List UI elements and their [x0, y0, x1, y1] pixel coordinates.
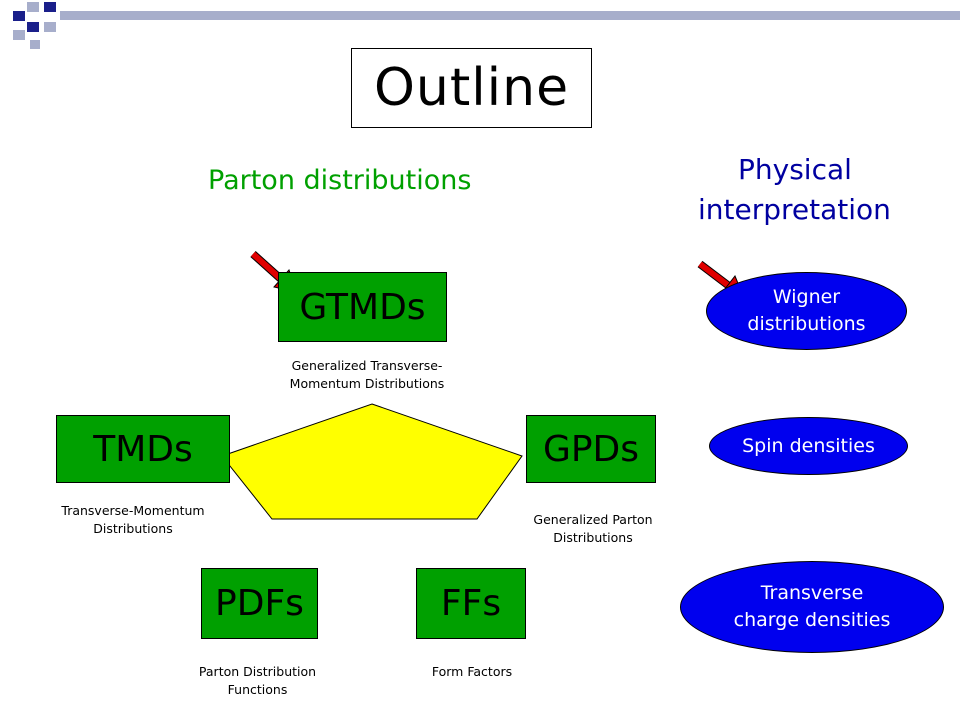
caption-line: Generalized Parton [533, 512, 653, 527]
ellipse-line: Transverse [760, 582, 864, 604]
caption-line: Transverse-Momentum [61, 503, 205, 518]
heading-parton-distributions: Parton distributions [208, 165, 472, 196]
caption-line: Generalized Transverse- [291, 358, 443, 373]
caption-line: Functions [227, 682, 288, 697]
gpds-box: GPDs [526, 415, 656, 483]
tmds-caption: Transverse-Momentum Distributions [38, 502, 228, 538]
wigner-ellipse: Wigner distributions [706, 272, 907, 350]
ffs-caption: Form Factors [412, 663, 532, 681]
heading-interpretation: interpretation [698, 193, 891, 226]
decor-square [27, 22, 39, 32]
ellipse-line: Wigner [772, 286, 841, 308]
caption-line: Form Factors [431, 664, 513, 679]
pdfs-box: PDFs [201, 568, 318, 639]
caption-line: Distributions [93, 521, 173, 536]
decor-top-bar [60, 11, 960, 20]
pdfs-caption: Parton Distribution Functions [170, 663, 345, 699]
decor-square [44, 22, 56, 32]
decor-square [44, 2, 56, 12]
decor-square [30, 40, 40, 49]
decor-square [13, 30, 25, 40]
ellipse-line: charge densities [733, 609, 891, 631]
pentagon-shape [221, 403, 523, 520]
decor-square [27, 2, 39, 12]
charge-densities-ellipse: Transverse charge densities [680, 561, 944, 653]
gpds-caption: Generalized Parton Distributions [508, 511, 678, 547]
decor-square [13, 11, 25, 21]
ellipse-line: distributions [747, 313, 866, 335]
spin-densities-ellipse: Spin densities [709, 417, 908, 475]
slide-title: Outline [351, 48, 592, 128]
ellipse-line: Spin densities [742, 434, 875, 457]
caption-line: Parton Distribution [198, 664, 317, 679]
caption-line: Distributions [553, 530, 633, 545]
caption-line: Momentum Distributions [289, 376, 445, 391]
heading-physical: Physical [738, 153, 852, 186]
ffs-box: FFs [416, 568, 526, 639]
gtmds-box: GTMDs [278, 272, 447, 342]
tmds-box: TMDs [56, 415, 230, 483]
gtmds-caption: Generalized Transverse- Momentum Distrib… [262, 357, 472, 393]
